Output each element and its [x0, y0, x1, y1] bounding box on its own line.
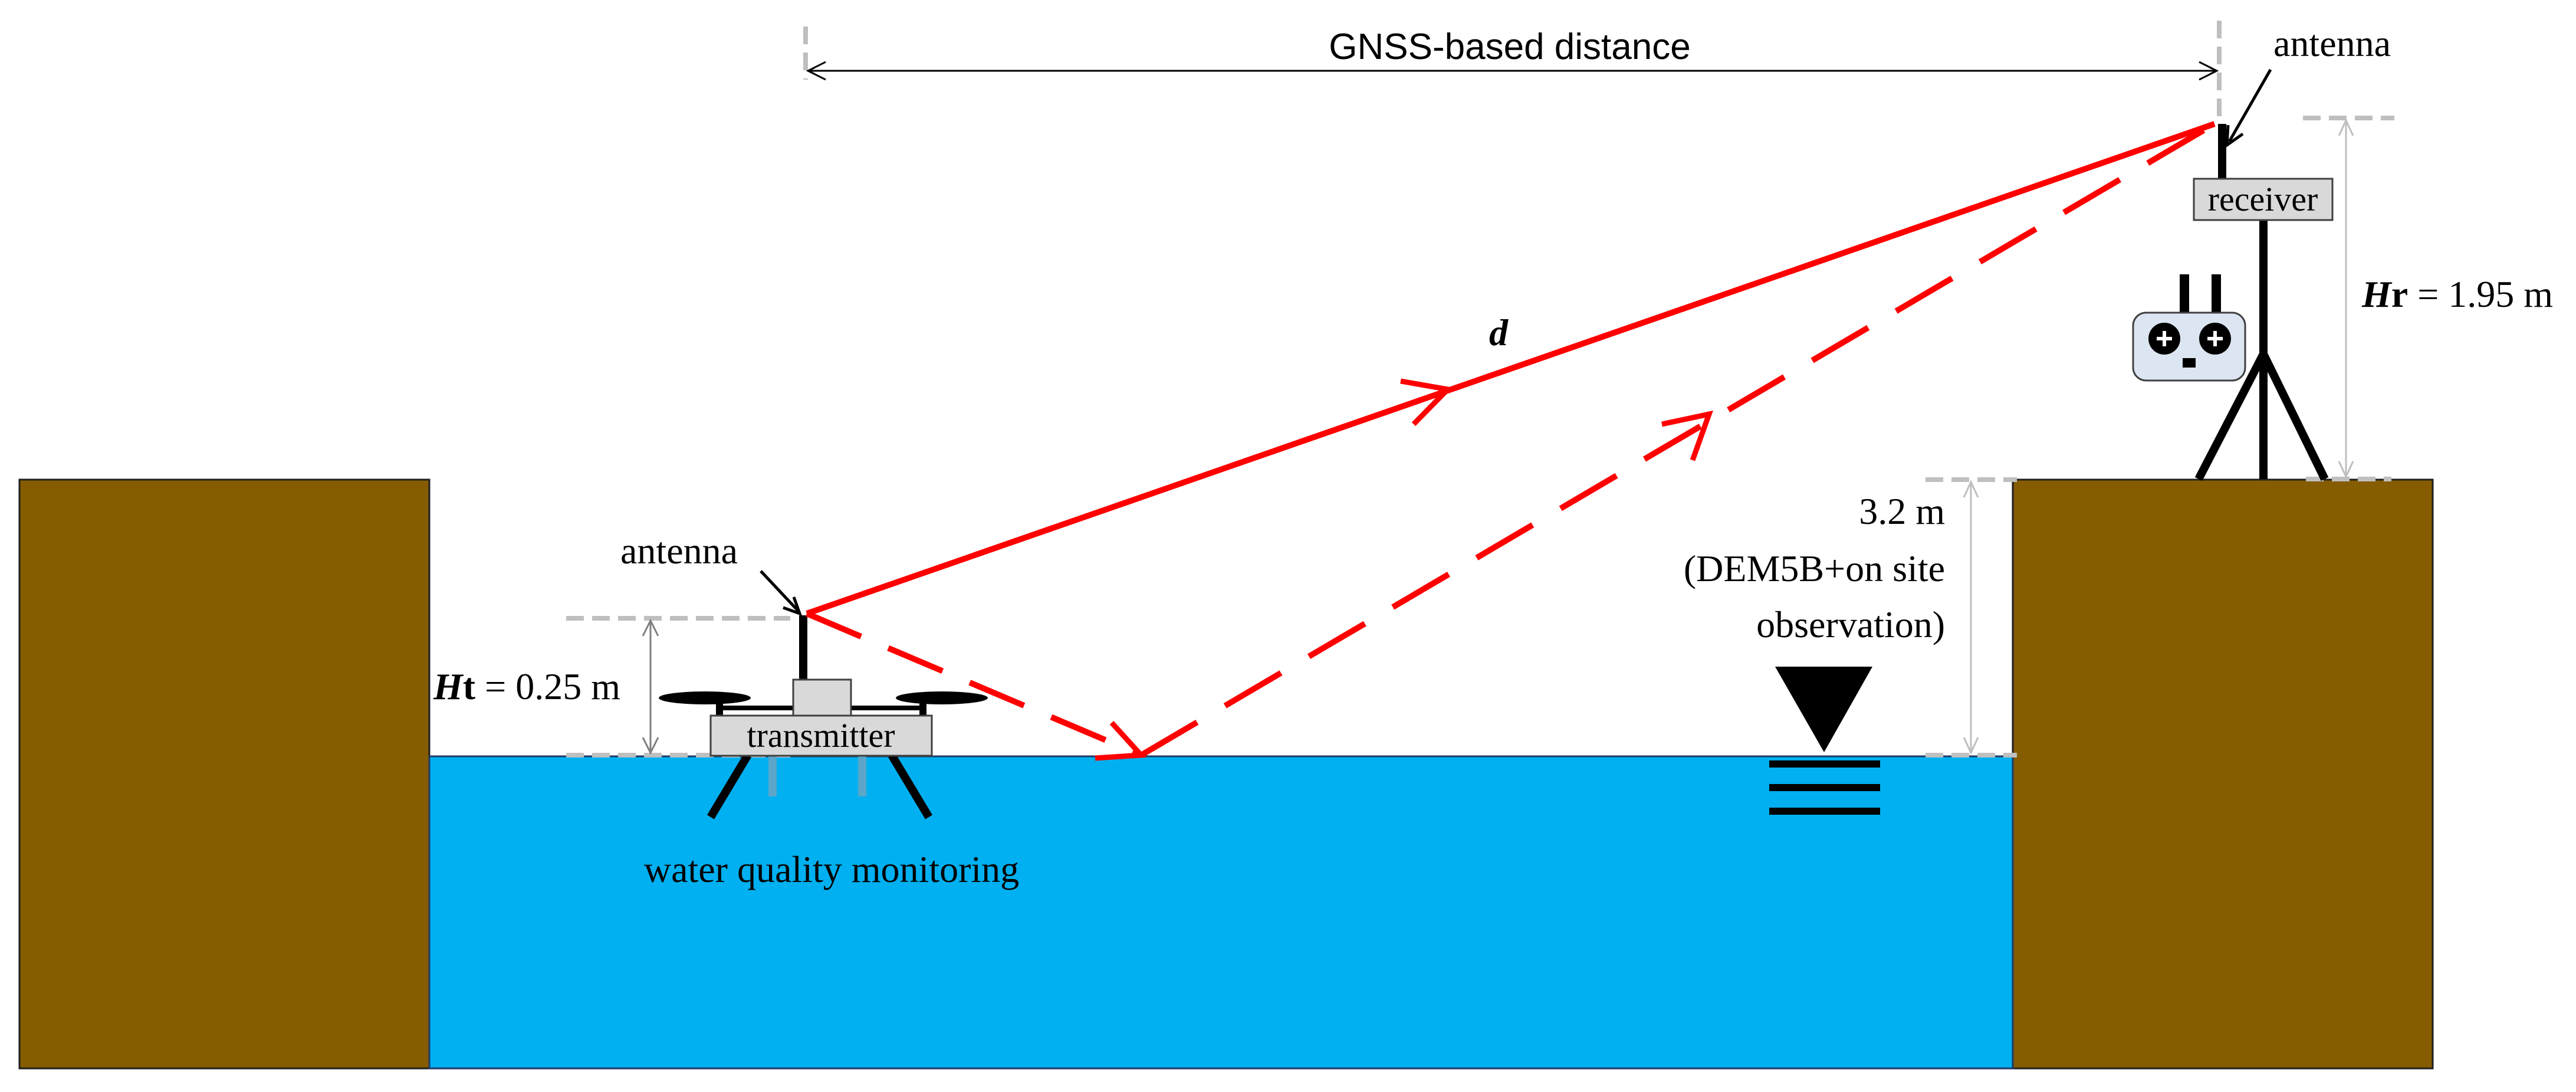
gnss-arrowhead-left — [806, 61, 826, 81]
transmitter-antenna-pointer — [760, 570, 799, 612]
hr-label: Hr = 1.95 m — [2361, 273, 2553, 315]
reflected-signal-incident — [806, 611, 1142, 758]
hr-arrowhead-top — [2338, 118, 2354, 136]
bank-height-line3: observation) — [1756, 604, 1945, 645]
ht-label: Ht = 0.25 m — [433, 665, 620, 707]
water-level-triangle-icon — [1769, 667, 1880, 815]
drone-icon — [659, 615, 988, 819]
bank-height-line1: 3.2 m — [1859, 490, 1945, 532]
bank-arrowhead-top — [1963, 480, 1979, 498]
gnss-distance-label: GNSS-based distance — [1329, 27, 1690, 67]
transmitter-box — [709, 714, 933, 757]
hr-arrowhead-bottom — [2338, 461, 2354, 479]
transmitter-antenna-label: antenna — [620, 530, 738, 572]
water-quality-label: water quality monitoring — [644, 848, 1019, 890]
gnss-arrowhead-right — [2199, 61, 2219, 81]
bank-height-line2: (DEM5B+on site — [1684, 547, 1945, 589]
receiver-box — [2193, 178, 2334, 221]
water-body — [428, 755, 2014, 1070]
reflected-signal-outgoing — [1139, 121, 2216, 758]
transmitter-antenna-pointer-head — [783, 596, 803, 616]
right-bank — [2012, 478, 2434, 1070]
direct-signal-arrowhead — [1400, 378, 1454, 427]
remote-controller-icon — [2132, 274, 2246, 382]
direct-signal-path — [806, 121, 2216, 616]
transmitter-label: transmitter — [747, 716, 895, 755]
receiver-label: receiver — [2208, 180, 2318, 218]
receiver-antenna-label: antenna — [2273, 22, 2391, 64]
direct-path-label: d — [1489, 311, 1509, 353]
bank-arrowhead-bottom — [1963, 737, 1979, 755]
reflected-outgoing-arrowhead — [1661, 410, 1713, 461]
receiver-antenna-pointer-head — [2225, 124, 2244, 149]
ht-arrowhead-bottom — [642, 737, 659, 755]
receiver-tripod — [2194, 124, 2329, 481]
left-bank — [18, 478, 431, 1070]
receiver-antenna-pointer — [2227, 68, 2272, 143]
ht-arrowhead-top — [642, 618, 659, 637]
